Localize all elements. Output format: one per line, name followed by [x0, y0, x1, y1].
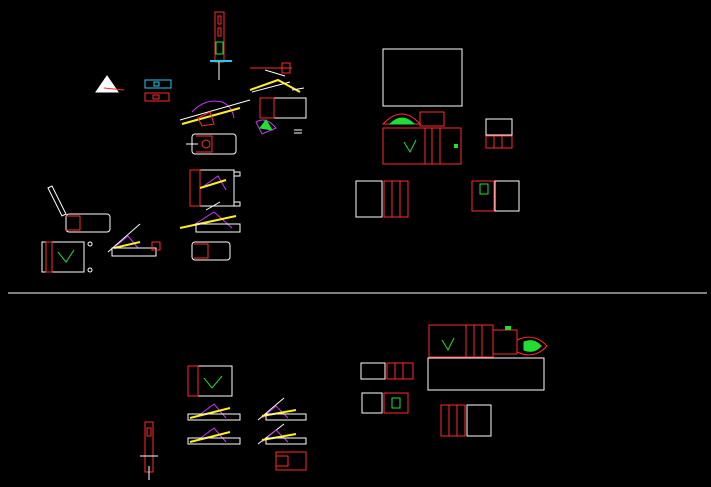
clamp-body-view-2[interactable] — [189, 169, 241, 207]
lower-side-view-3[interactable] — [440, 404, 492, 437]
clamp-body-view-1[interactable] — [186, 133, 237, 155]
clamp-body-view-3[interactable] — [191, 241, 231, 261]
title-block-frame-wide[interactable] — [427, 357, 545, 391]
side-view-frame-left[interactable] — [355, 180, 409, 218]
vertical-rail-part-bottom[interactable] — [140, 421, 158, 480]
section-tag-blocks[interactable] — [144, 79, 172, 102]
lower-side-view-1[interactable] — [360, 362, 414, 380]
arm-assembly-2[interactable] — [179, 99, 302, 135]
title-block-frame-large[interactable] — [382, 48, 463, 107]
main-assembly-upper[interactable] — [381, 111, 462, 165]
clamp-body-view-4[interactable] — [65, 213, 111, 233]
arm-assembly-4[interactable] — [107, 223, 161, 257]
arm-assembly-1[interactable] — [249, 78, 307, 119]
lower-clamp-body-top[interactable] — [187, 365, 233, 397]
lower-arm-assembly-1[interactable] — [187, 403, 241, 421]
arm-assembly-3[interactable] — [179, 201, 241, 233]
lower-arm-assembly-2[interactable] — [187, 427, 241, 445]
lower-arm-assembly-3[interactable] — [257, 397, 307, 421]
vertical-rail-part-top[interactable] — [210, 11, 232, 80]
lower-side-view-2[interactable] — [361, 392, 409, 414]
side-view-frame-right[interactable] — [471, 180, 520, 212]
lower-arm-assembly-4[interactable] — [257, 423, 307, 445]
base-plate-drawing[interactable] — [41, 241, 93, 273]
triangle-marker[interactable] — [95, 75, 125, 93]
lower-main-assembly[interactable] — [428, 324, 548, 358]
lower-clamp-body-bottom[interactable] — [275, 451, 307, 471]
small-detail-frame[interactable] — [485, 118, 513, 149]
horizontal-pin-part[interactable] — [250, 62, 292, 77]
slanted-lever-part[interactable] — [47, 185, 67, 217]
